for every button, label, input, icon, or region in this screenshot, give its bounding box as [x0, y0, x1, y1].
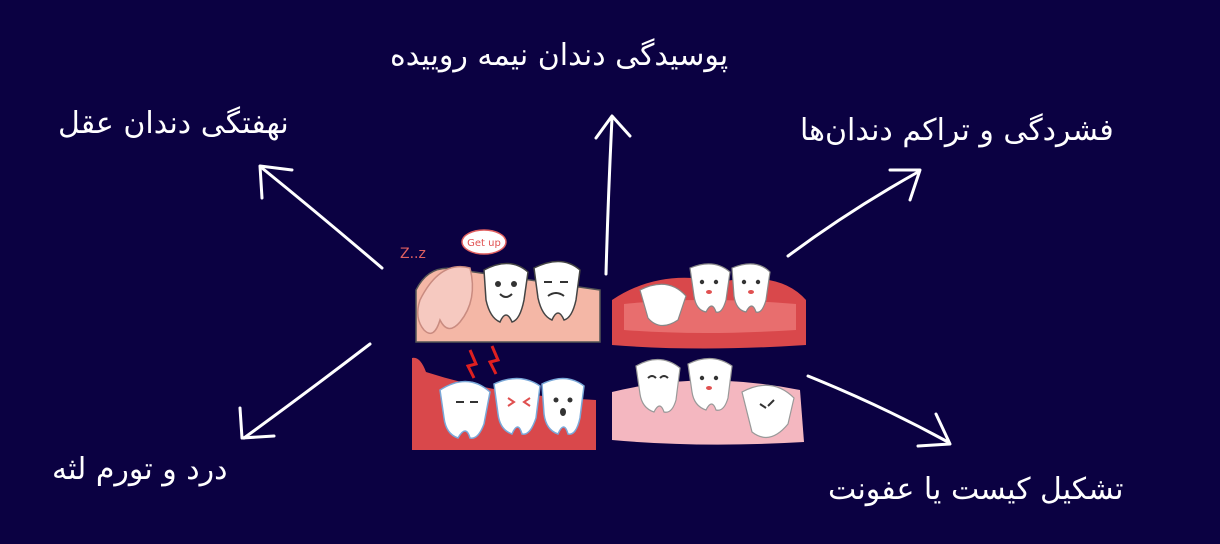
label-cyst-infection: تشکیل کیست یا عفونت	[828, 472, 1124, 507]
arrow-down-right	[806, 374, 952, 448]
label-impaction: نهفتگی دندان عقل	[58, 106, 289, 141]
arrow-up-left	[258, 164, 384, 270]
arrow-up-right	[786, 168, 922, 258]
speech-bubble	[461, 229, 507, 255]
speech-bubble-text: Get up	[467, 238, 501, 249]
label-half-erupted-decay: پوسیدگی دندان نیمه رویيده	[390, 38, 729, 73]
panel-crowding	[612, 263, 806, 349]
label-crowding: فشردگی و تراکم دندان‌ها	[800, 113, 1114, 148]
arrow-up	[594, 114, 632, 276]
sleep-text: Z..z	[400, 246, 426, 262]
arrow-down-left	[238, 342, 372, 440]
panel-pain	[412, 345, 596, 450]
panel-impacted: Get up Z..z	[400, 229, 601, 343]
panel-cyst	[612, 357, 804, 445]
label-gum-swelling: درد و تورم لثه	[52, 452, 228, 487]
